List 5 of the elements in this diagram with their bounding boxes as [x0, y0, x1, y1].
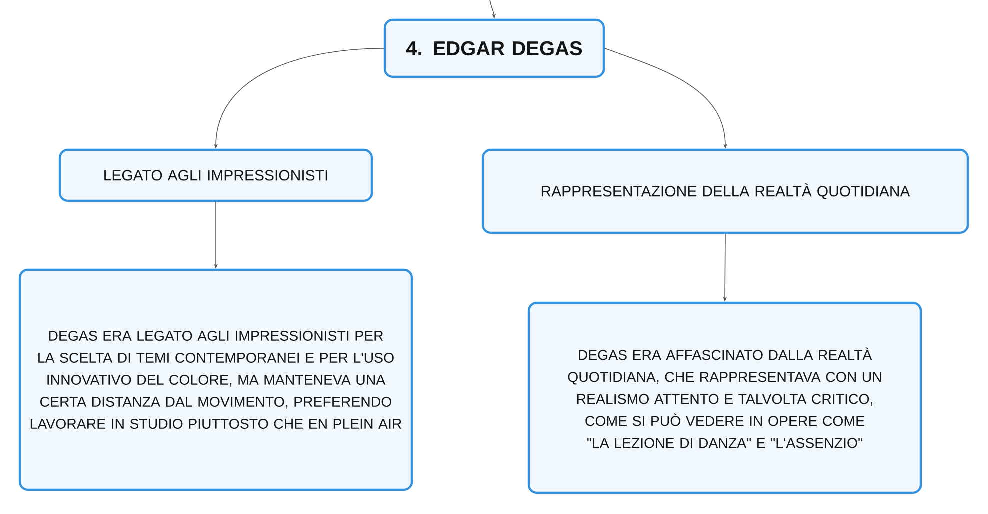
title-box: 4. EDGAR DEGAS — [384, 18, 606, 78]
topic-box: RAPPRESENTAZIONE DELLA REALTÀ QUOTIDIANA — [482, 148, 970, 234]
text-box: DEGAS ERA AFFASCINATO DALLA REALTÀ QUOTIDIANA, CHE RAPPRESENTAVA CON UN REALISMO ATTENTO E TALVOLTA CRITICO, COME SI PUÒ VEDERE IN OPERE COME "LA LEZIONE DI DANZA" E "L'ASSENZIO" — [528, 302, 922, 494]
topic-box: LEGATO AGLI IMPRESSIONISTI — [58, 148, 374, 202]
text-box: DEGAS ERA LEGATO AGLI IMPRESSIONISTI PER LA SCELTA DI TEMI CONTEMPORANEI E PER L'USO INNOVATIVO DEL COLORE, MA MANTENEVA UNA CERTA DISTANZA DAL MOVIMENTO, PREFERENDO LAVORARE IN STUDIO PIUTTOSTO CHE EN PLEIN AIR — [18, 268, 414, 492]
